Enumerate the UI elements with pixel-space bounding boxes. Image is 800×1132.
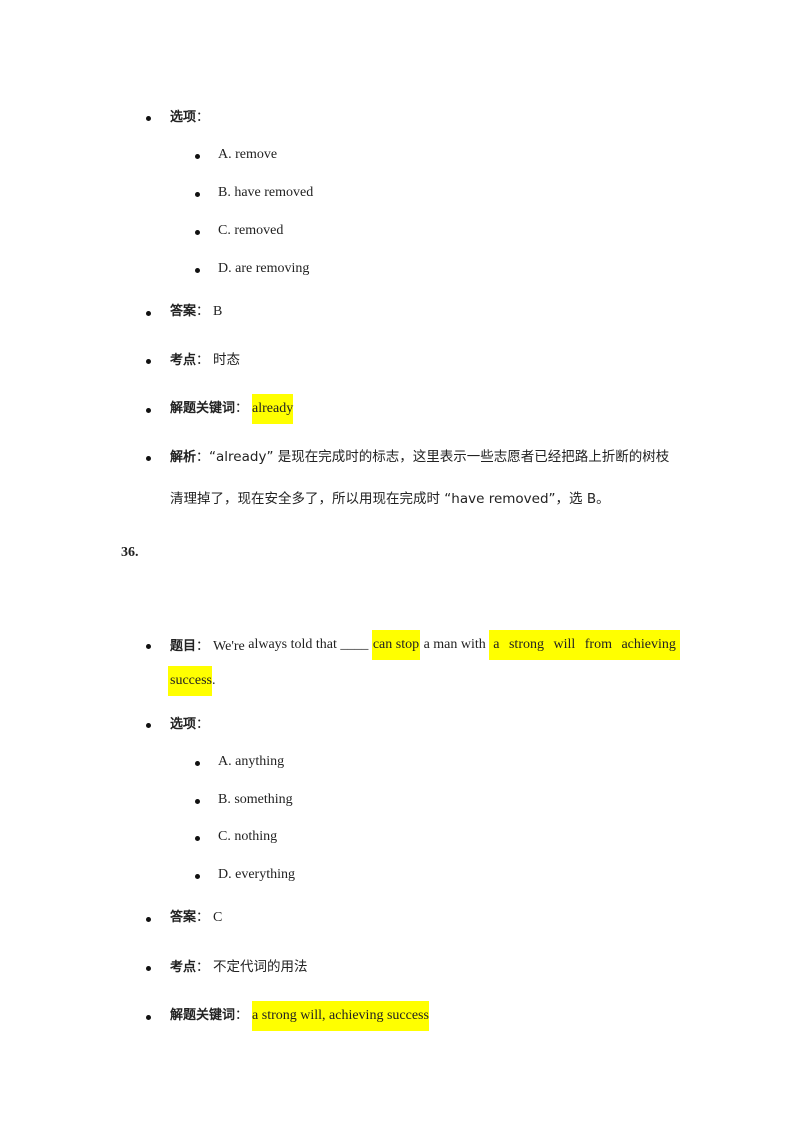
bullet — [146, 456, 151, 461]
question-word: We're — [213, 639, 245, 654]
question-word: with — [460, 637, 486, 652]
question-block: 题目：We're always told that ____ can stop … — [170, 630, 680, 660]
question-highlight: success — [168, 666, 212, 696]
analysis-line-2: 清理掉了，现在安全多了，所以用现在完成时 “have removed”，选 B。 — [170, 491, 610, 507]
option-c: C. nothing — [218, 829, 278, 844]
bullet — [146, 311, 151, 316]
option-b: B. something — [218, 792, 293, 807]
answer-label: 答案 — [170, 304, 197, 319]
option-d: D. are removing — [218, 261, 310, 276]
options-label: 选项 — [170, 110, 197, 125]
bullet — [195, 799, 200, 804]
bullet — [146, 966, 151, 971]
bullet — [195, 192, 200, 197]
analysis-row: 解析：“already” 是现在完成时的标志，这里表示一些志愿者已经把路上折断的… — [170, 449, 670, 465]
keywords-row: 解题关键词：already — [170, 394, 294, 424]
point-label: 考点 — [170, 960, 197, 975]
bullet — [195, 874, 200, 879]
point-value: 时态 — [213, 352, 241, 368]
option-a: A. remove — [218, 147, 278, 162]
point-row: 考点：时态 — [170, 352, 241, 368]
point-value: 不定代词的用法 — [213, 959, 308, 975]
question-word: always — [248, 637, 288, 652]
options-row: 选项： — [170, 717, 210, 732]
bullet — [146, 359, 151, 364]
question-line-1: 题目：We're always told that ____ can stop … — [170, 630, 680, 660]
question-word: told — [290, 637, 313, 652]
answer-label: 答案 — [170, 910, 197, 925]
keywords-highlight: a strong will, achieving success — [252, 1001, 429, 1031]
bullet — [146, 723, 151, 728]
answer-value: C — [213, 910, 223, 925]
point-label: 考点 — [170, 353, 197, 368]
keywords-row: 解题关键词：a strong will, achieving success — [170, 1001, 429, 1031]
keywords-highlight: already — [252, 394, 294, 424]
answer-value: B — [213, 304, 223, 319]
option-d: D. everything — [218, 867, 295, 882]
options-row: 选项： — [170, 110, 210, 125]
keywords-label: 解题关键词 — [170, 401, 236, 416]
bullet — [146, 116, 151, 121]
question-label: 题目 — [170, 639, 197, 654]
analysis-label: 解析 — [170, 450, 197, 465]
bullet — [195, 836, 200, 841]
question-word: that — [315, 637, 337, 652]
question-highlight: a strong will from achieving — [489, 630, 680, 660]
bullet — [195, 761, 200, 766]
bullet — [146, 644, 151, 649]
keywords-label: 解题关键词 — [170, 1008, 236, 1023]
option-b: B. have removed — [218, 185, 314, 200]
analysis-line-1: “already” 是现在完成时的标志，这里表示一些志愿者已经把路上折断的树枝 — [209, 449, 670, 465]
question-highlight: can stop — [371, 630, 421, 660]
options-label: 选项 — [170, 717, 197, 732]
answer-row: 答案：B — [170, 304, 223, 319]
bullet — [195, 154, 200, 159]
question-line-2: success. — [168, 666, 216, 696]
bullet — [146, 1015, 151, 1020]
bullet — [195, 230, 200, 235]
question-word: man — [433, 637, 458, 652]
option-a: A. anything — [218, 754, 285, 769]
question-word: a — [423, 637, 430, 652]
bullet — [195, 268, 200, 273]
option-c: C. removed — [218, 223, 284, 238]
question-number: 36. — [121, 545, 139, 560]
bullet — [146, 408, 151, 413]
bullet — [146, 917, 151, 922]
question-blank: ____ — [340, 637, 369, 652]
answer-row: 答案：C — [170, 910, 223, 925]
point-row: 考点：不定代词的用法 — [170, 959, 308, 975]
